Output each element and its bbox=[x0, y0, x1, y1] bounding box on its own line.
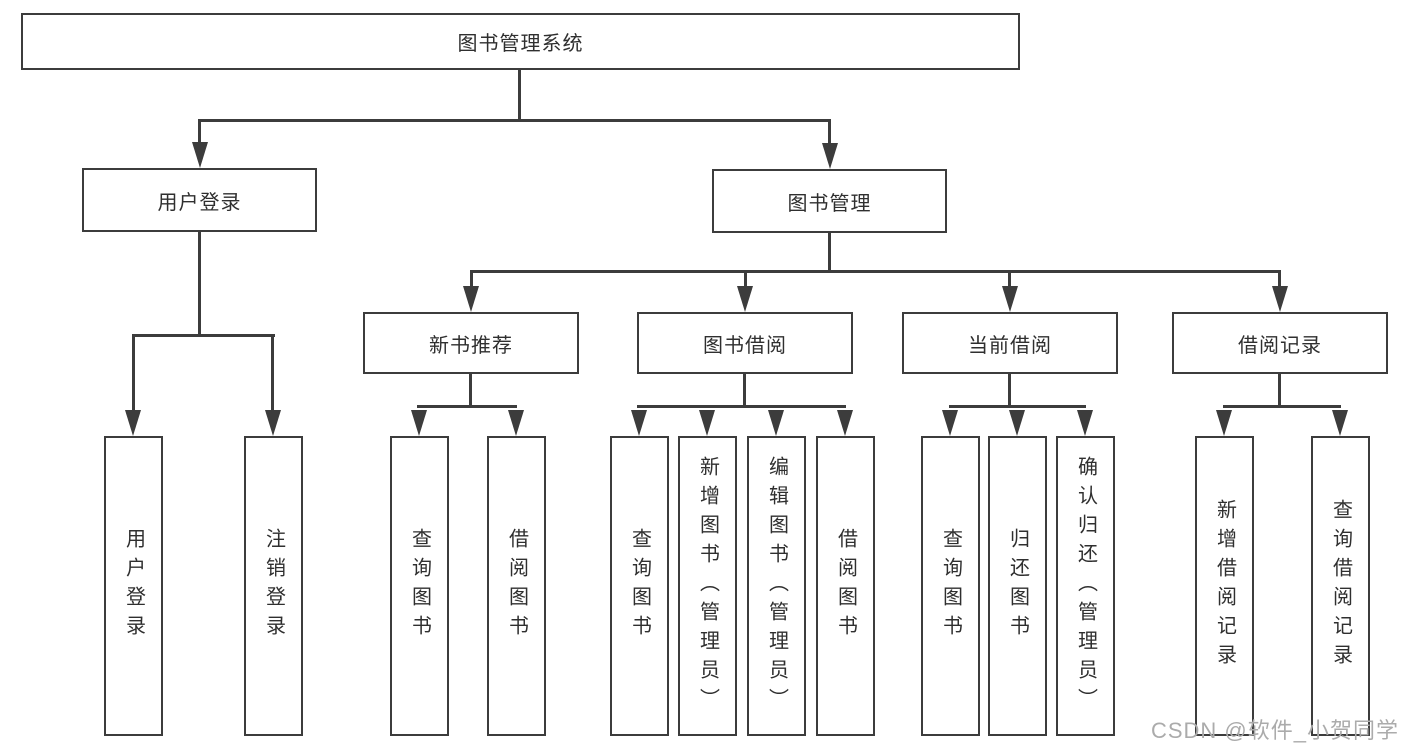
connector-hline bbox=[198, 119, 831, 122]
arrowhead-down-icon bbox=[1077, 410, 1093, 436]
connector-vline bbox=[198, 232, 201, 337]
node-book-borrowing: 图书借阅 bbox=[637, 312, 853, 374]
leaf-label: 查询图书 bbox=[408, 528, 431, 644]
connector-hline bbox=[470, 270, 1281, 273]
connector-hline bbox=[949, 405, 1086, 408]
arrowhead-down-icon bbox=[837, 410, 853, 436]
leaf-edit-book-admin: 编辑图书（管理员） bbox=[747, 436, 806, 736]
leaf-label: 新增借阅记录 bbox=[1213, 499, 1236, 673]
connector-vline bbox=[828, 233, 831, 273]
connector-vline bbox=[1008, 374, 1011, 408]
connector-vline bbox=[828, 119, 831, 147]
node-book-management-system: 图书管理系统 bbox=[21, 13, 1020, 70]
leaf-label: 确认归还（管理员） bbox=[1074, 455, 1097, 717]
connector-vline bbox=[271, 334, 274, 414]
leaf-query-book-current: 查询图书 bbox=[921, 436, 980, 736]
connector-vline bbox=[469, 374, 472, 408]
node-current-borrowing: 当前借阅 bbox=[902, 312, 1118, 374]
node-borrowing-records: 借阅记录 bbox=[1172, 312, 1388, 374]
leaf-label: 借阅图书 bbox=[834, 528, 857, 644]
leaf-label: 编辑图书（管理员） bbox=[765, 455, 788, 717]
node-book-management: 图书管理 bbox=[712, 169, 947, 233]
leaf-user-login: 用户登录 bbox=[104, 436, 163, 736]
connector-hline bbox=[132, 334, 275, 337]
csdn-watermark: CSDN @软件_小贺同学 bbox=[1150, 718, 1399, 743]
connector-vline bbox=[744, 270, 747, 294]
arrowhead-down-icon bbox=[1272, 286, 1288, 312]
leaf-query-borrow-record: 查询借阅记录 bbox=[1311, 436, 1370, 736]
leaf-confirm-return-admin: 确认归还（管理员） bbox=[1056, 436, 1115, 736]
leaf-label: 借阅图书 bbox=[505, 528, 528, 644]
connector-vline bbox=[1278, 270, 1281, 294]
arrowhead-down-icon bbox=[699, 410, 715, 436]
leaf-add-book-admin: 新增图书（管理员） bbox=[678, 436, 737, 736]
connector-vline bbox=[743, 374, 746, 408]
connector-hline bbox=[637, 405, 846, 408]
arrowhead-down-icon bbox=[192, 142, 208, 168]
connector-vline bbox=[198, 119, 201, 147]
arrowhead-down-icon bbox=[125, 410, 141, 436]
arrowhead-down-icon bbox=[1216, 410, 1232, 436]
connector-vline bbox=[1278, 374, 1281, 408]
arrowhead-down-icon bbox=[411, 410, 427, 436]
connector-vline bbox=[518, 70, 521, 121]
arrowhead-down-icon bbox=[942, 410, 958, 436]
leaf-label: 查询借阅记录 bbox=[1329, 499, 1352, 673]
leaf-query-book-recommend: 查询图书 bbox=[390, 436, 449, 736]
connector-hline bbox=[417, 405, 517, 408]
leaf-logout: 注销登录 bbox=[244, 436, 303, 736]
arrowhead-down-icon bbox=[1002, 286, 1018, 312]
connector-vline bbox=[470, 270, 473, 294]
leaf-label: 查询图书 bbox=[939, 528, 962, 644]
connector-vline bbox=[132, 334, 135, 414]
connector-hline bbox=[1223, 405, 1341, 408]
leaf-return-book: 归还图书 bbox=[988, 436, 1047, 736]
arrowhead-down-icon bbox=[463, 286, 479, 312]
arrowhead-down-icon bbox=[631, 410, 647, 436]
leaf-label: 注销登录 bbox=[262, 528, 285, 644]
node-new-book-recommend: 新书推荐 bbox=[363, 312, 579, 374]
arrowhead-down-icon bbox=[1009, 410, 1025, 436]
leaf-borrow-book-recommend: 借阅图书 bbox=[487, 436, 546, 736]
arrowhead-down-icon bbox=[1332, 410, 1348, 436]
arrowhead-down-icon bbox=[508, 410, 524, 436]
leaf-label: 新增图书（管理员） bbox=[696, 455, 719, 717]
connector-vline bbox=[1008, 270, 1011, 294]
arrowhead-down-icon bbox=[737, 286, 753, 312]
arrowhead-down-icon bbox=[822, 143, 838, 169]
arrowhead-down-icon bbox=[768, 410, 784, 436]
leaf-label: 查询图书 bbox=[628, 528, 651, 644]
leaf-add-borrow-record: 新增借阅记录 bbox=[1195, 436, 1254, 736]
leaf-label: 用户登录 bbox=[122, 528, 145, 644]
node-user-login: 用户登录 bbox=[82, 168, 317, 232]
leaf-query-book-borrowing: 查询图书 bbox=[610, 436, 669, 736]
arrowhead-down-icon bbox=[265, 410, 281, 436]
leaf-borrow-book-borrowing: 借阅图书 bbox=[816, 436, 875, 736]
leaf-label: 归还图书 bbox=[1006, 528, 1029, 644]
